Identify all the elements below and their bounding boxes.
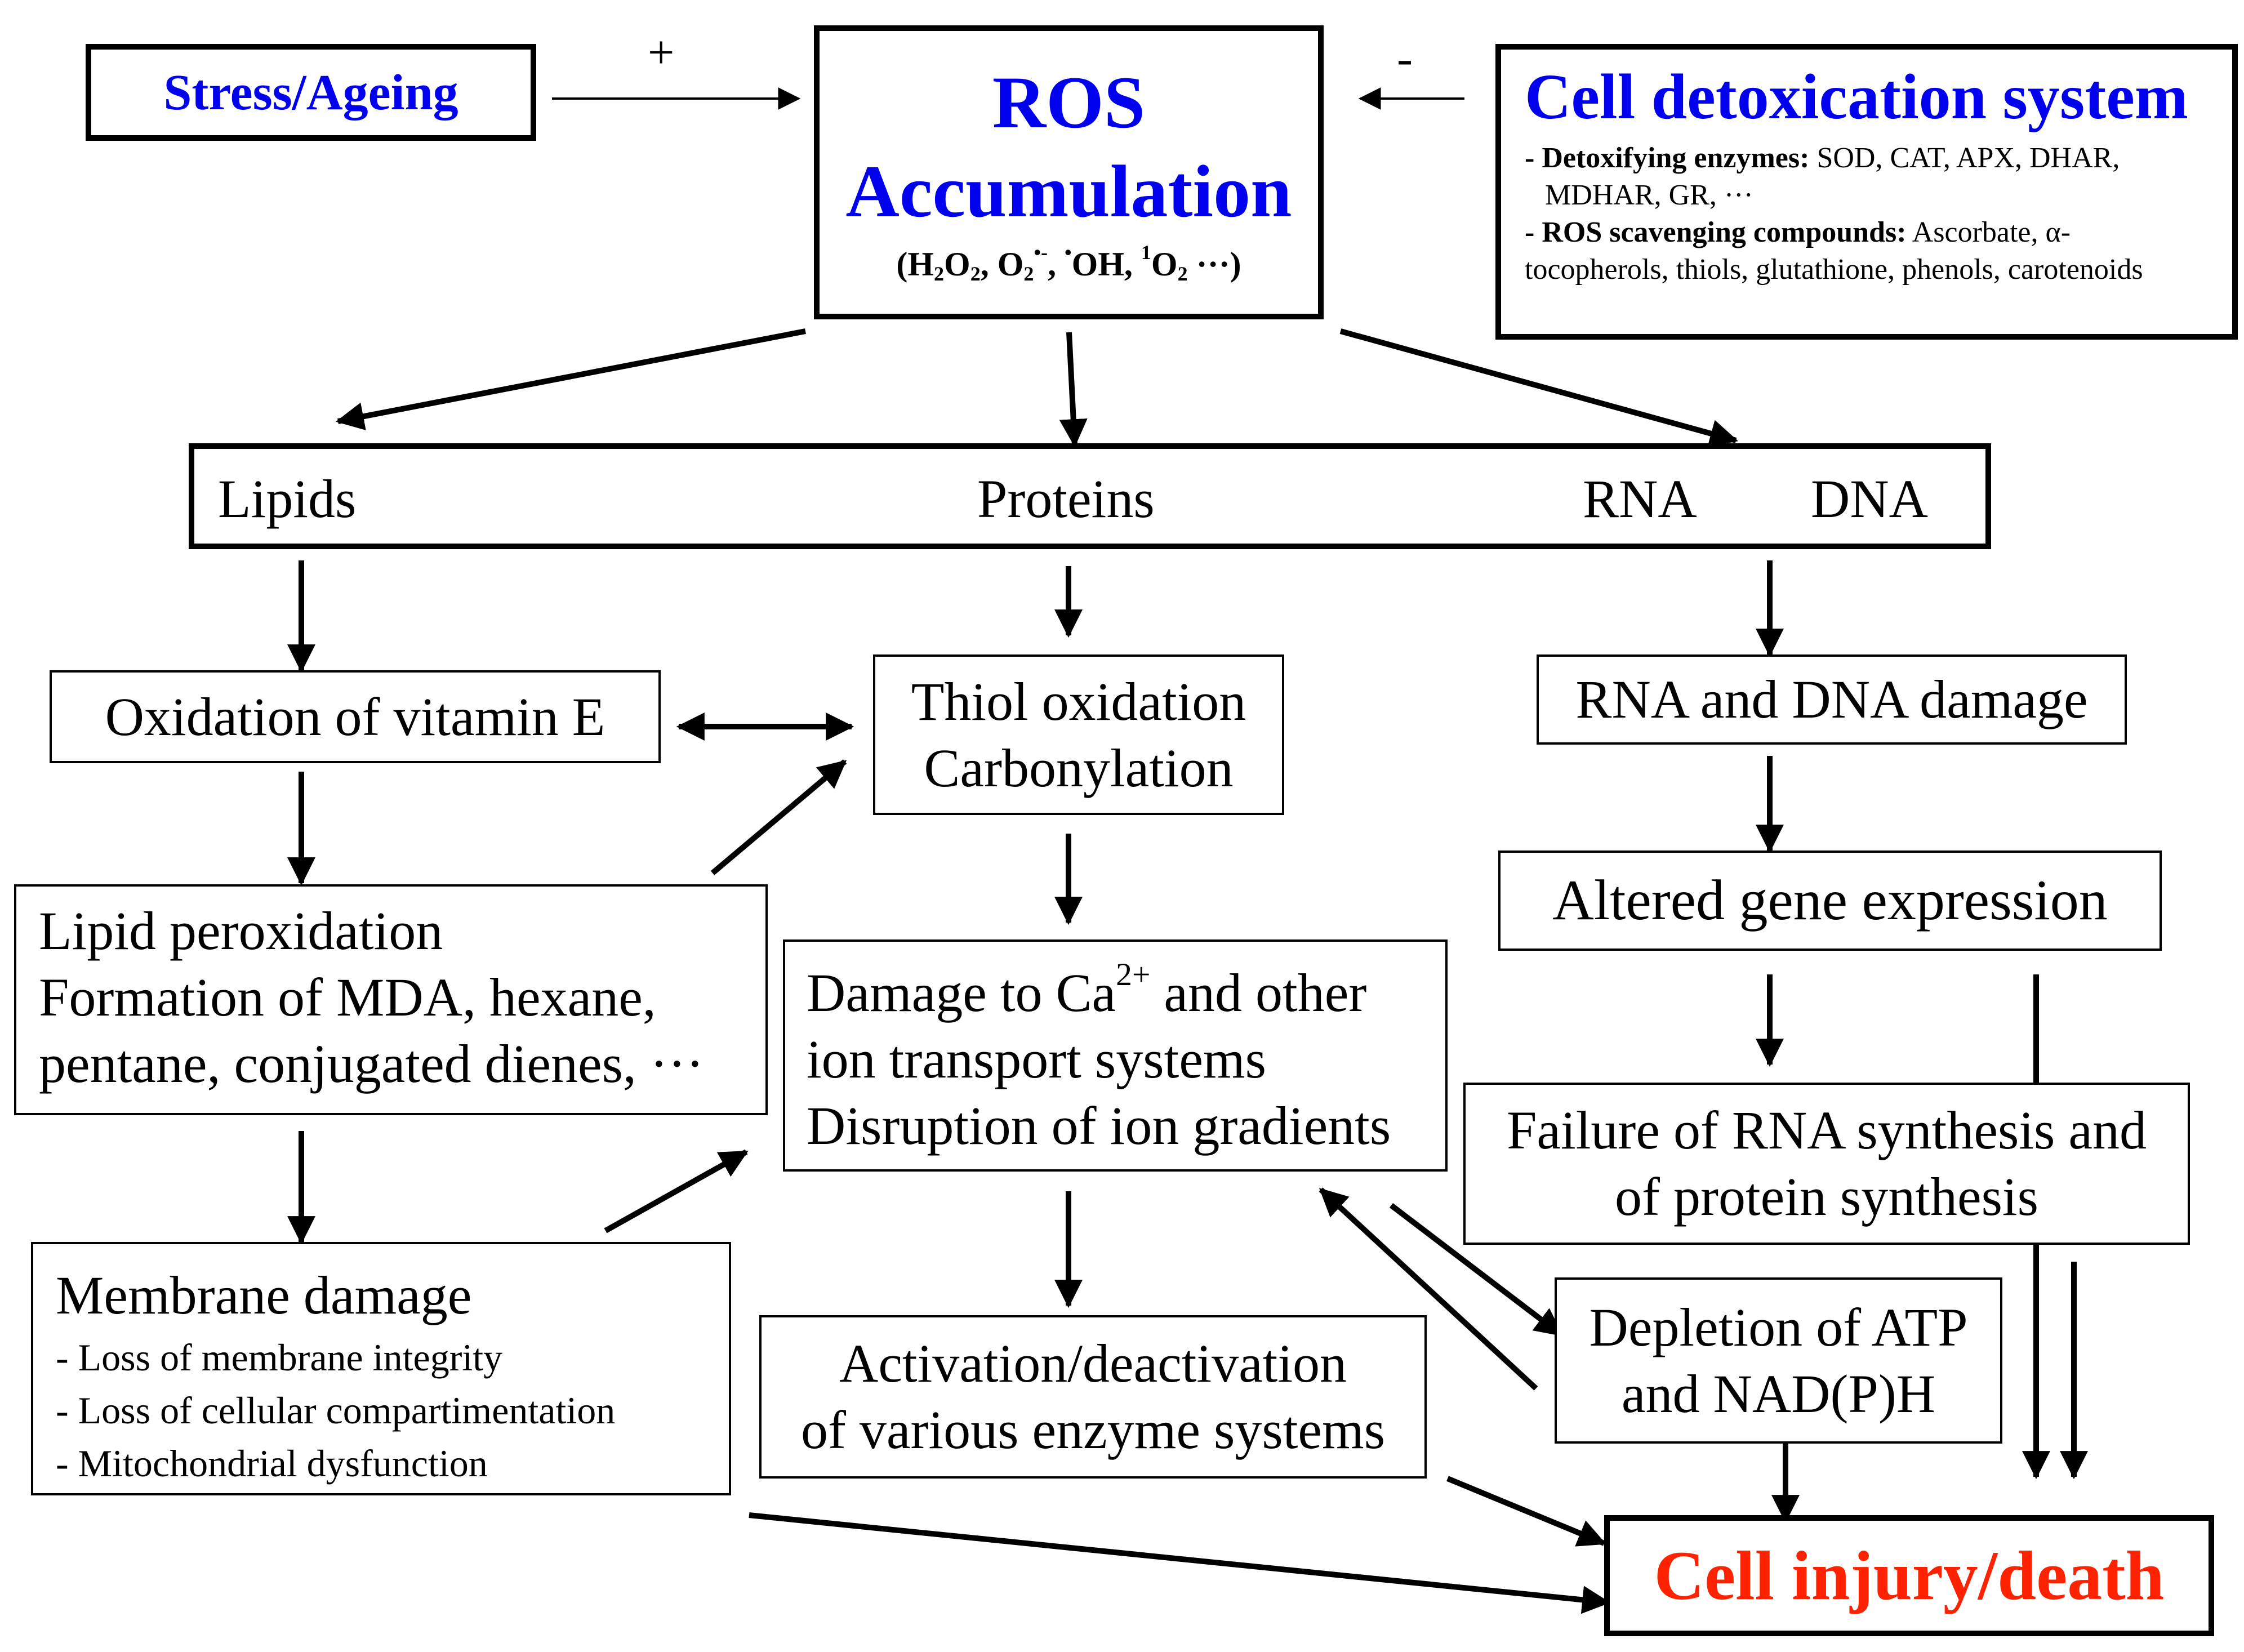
plus-sign: + (648, 26, 675, 79)
enzyme-systems-box: Activation/deactivation of various enzym… (759, 1315, 1427, 1479)
rna-label: RNA (1583, 469, 1697, 529)
lipid-peroxidation-label: Lipid peroxidation (39, 901, 443, 961)
carbonylation-label: Carbonylation (924, 737, 1234, 798)
lipid-peroxidation-box: Lipid peroxidation Formation of MDA, hex… (14, 884, 768, 1115)
arrow-ion-to-atp (1389, 1203, 1564, 1337)
lipids-label: Lipids (218, 469, 357, 529)
arrow-membrane-to-injury (749, 1512, 1611, 1614)
cell-injury-label: Cell injury/death (1654, 1537, 2165, 1614)
cell-detoxication-box: Cell detoxication system - Detoxifying e… (1495, 44, 2238, 340)
activation-label: Activation/deactivation (839, 1333, 1347, 1393)
arrow-ros-to-lipids (335, 328, 806, 430)
ros-accumulation-title: Accumulation (845, 150, 1292, 233)
detox-title: Cell detoxication system (1525, 61, 2188, 132)
atp-depletion-box: Depletion of ATP and NAD(P)H (1555, 1277, 2002, 1444)
enzyme-systems-label: of various enzyme systems (800, 1400, 1386, 1460)
ion-gradients-label: Disruption of ion gradients (807, 1096, 1391, 1156)
proteins-label: Proteins (977, 469, 1155, 529)
gene-expression-label: Altered gene expression (1552, 869, 2108, 932)
membrane-integrity-item: - Loss of membrane integrity (56, 1336, 503, 1379)
gene-expression-box: Altered gene expression (1498, 851, 2162, 951)
stress-ageing-box: Stress/Ageing (86, 44, 536, 141)
thiol-oxidation-box: Thiol oxidation Carbonylation (873, 654, 1284, 815)
compartimentation-item: - Loss of cellular compartimentation (56, 1389, 616, 1432)
minus-sign: - (1397, 32, 1413, 84)
arrow-enzyme-to-injury (1446, 1476, 1606, 1547)
detox-scavengers-cont: tocopherols, thiols, glutathione, phenol… (1525, 253, 2143, 286)
failure-rna-label: Failure of RNA synthesis and (1507, 1100, 2147, 1160)
ion-transport-box: Damage to Ca2+ and other ion transport s… (783, 939, 1448, 1172)
detox-enzymes-cont: MDHAR, GR, ··· (1545, 179, 1753, 211)
arrow-perox-to-thiol (710, 759, 847, 875)
ros-accumulation-box: ROS Accumulation (H2O2, O2•-, •OH, 1O2 ·… (814, 25, 1324, 319)
calcium-damage-label: Damage to Ca2+ and other (807, 956, 1367, 1023)
atp-label: Depletion of ATP (1589, 1297, 1968, 1357)
arrow-ros-to-proteins (1059, 332, 1088, 448)
membrane-damage-title: Membrane damage (56, 1265, 472, 1325)
rna-dna-damage-box: RNA and DNA damage (1537, 654, 2127, 745)
detox-scavengers: - ROS scavenging compounds: Ascorbate, α… (1525, 216, 2071, 248)
membrane-damage-box: Membrane damage - Loss of membrane integ… (31, 1242, 731, 1495)
thiol-oxidation-label: Thiol oxidation (911, 671, 1246, 732)
failure-synthesis-box: Failure of RNA synthesis and of protein … (1463, 1083, 2190, 1245)
detox-enzymes: - Detoxifying enzymes: SOD, CAT, APX, DH… (1525, 142, 2120, 174)
vitamin-e-label: Oxidation of vitamin E (105, 686, 605, 747)
failure-protein-label: of protein synthesis (1615, 1166, 2038, 1227)
ros-species-formula: (H2O2, O2•-, •OH, 1O2 ···) (896, 241, 1241, 285)
dna-label: DNA (1811, 469, 1928, 529)
dienes-label: pentane, conjugated dienes, ··· (39, 1034, 704, 1094)
vitamin-e-box: Oxidation of vitamin E (50, 670, 661, 763)
mda-formation-label: Formation of MDA, hexane, (39, 967, 656, 1027)
arrow-atp-to-ion (1319, 1187, 1538, 1391)
arrow-ros-to-dna (1339, 328, 1739, 447)
rna-dna-damage-label: RNA and DNA damage (1575, 669, 2088, 729)
stress-ageing-label: Stress/Ageing (163, 64, 458, 121)
arrow-membrane-to-ion (604, 1149, 749, 1234)
nadph-label: and NAD(P)H (1621, 1363, 1936, 1424)
ros-title: ROS (992, 61, 1146, 144)
cell-injury-box: Cell injury/death (1604, 1515, 2214, 1636)
targets-box: Lipids Proteins RNA DNA (189, 443, 1991, 549)
mitochondrial-item: - Mitochondrial dysfunction (56, 1442, 488, 1485)
ion-transport-label: ion transport systems (807, 1029, 1266, 1089)
